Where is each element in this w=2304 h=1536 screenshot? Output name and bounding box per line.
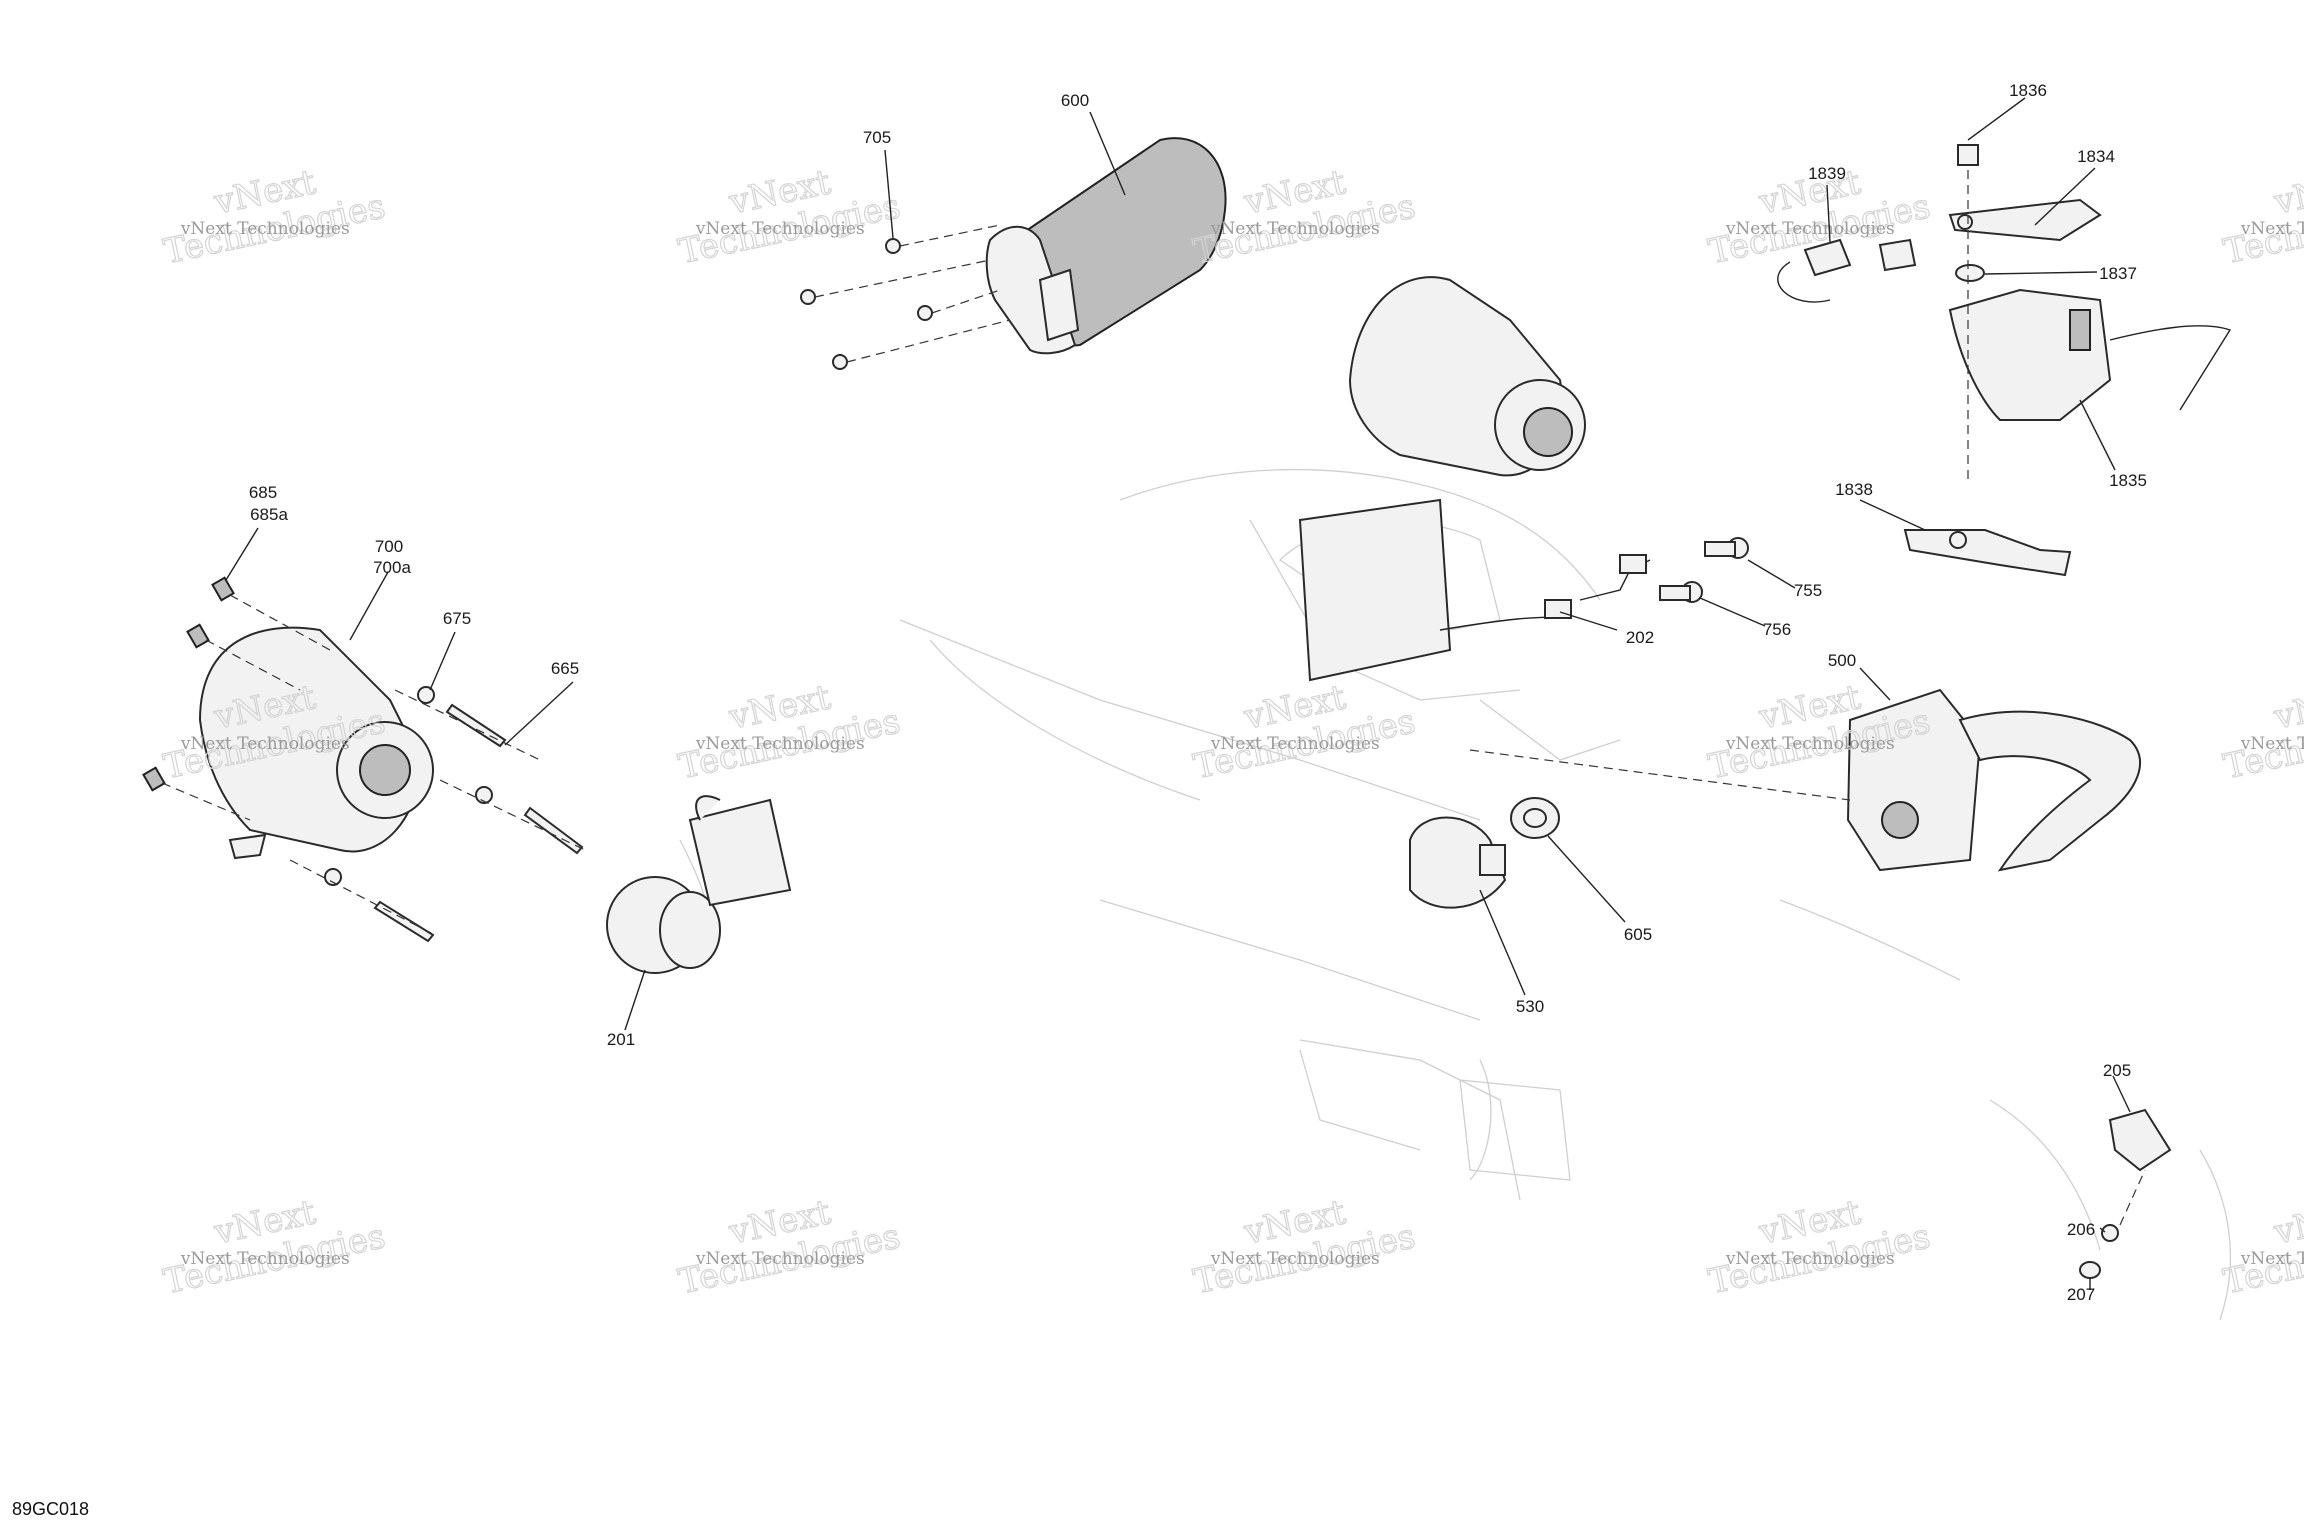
watermark-line-small: vNext Technologies xyxy=(1725,219,1895,239)
bracket-1838 xyxy=(1903,529,2072,577)
callout-675: 675 xyxy=(443,609,471,628)
watermark-line-small: vNext Technologies xyxy=(1725,1249,1895,1269)
lens-assembly-600 xyxy=(985,137,1227,355)
watermark-line-large-1: vNext xyxy=(2270,677,2304,738)
callout-685: 685 xyxy=(249,483,277,502)
watermark-line-small: vNext Technologies xyxy=(695,219,865,239)
watermark-line-large-1: vNext xyxy=(2270,162,2304,223)
watermark-line-small: vNext Technologies xyxy=(180,219,350,239)
watermark-line-small: vNext Technologies xyxy=(2240,734,2304,754)
leader-lines xyxy=(225,97,2131,1290)
chassis-ghost-outline xyxy=(679,468,2232,1321)
callout-500: 500 xyxy=(1828,651,1856,670)
callout-1839: 1839 xyxy=(1808,164,1846,183)
watermark-line-large-1: vNext xyxy=(2270,1192,2304,1253)
horn-530 xyxy=(1409,816,1507,909)
callout-605: 605 xyxy=(1624,925,1652,944)
bulb-201 xyxy=(606,795,792,974)
bulbs-755-756 xyxy=(1659,537,1749,603)
bracket-1834 xyxy=(1948,198,2102,242)
callout-705: 705 xyxy=(863,128,891,147)
screws-705 xyxy=(800,224,1011,370)
callout-1838: 1838 xyxy=(1835,480,1873,499)
switch-assembly-500 xyxy=(1469,688,2141,872)
watermark-line-small: vNext Technologies xyxy=(2240,219,2304,239)
clip-205 xyxy=(2108,1108,2172,1172)
callout-labels: 600 705 685 685a 700 700a 675 665 201 18… xyxy=(249,81,2147,1304)
callout-1835: 1835 xyxy=(2109,471,2147,490)
washer-1837 xyxy=(1955,264,1985,282)
watermark-line-small: vNext Technologies xyxy=(695,1249,865,1269)
callout-201: 201 xyxy=(607,1030,635,1049)
callout-206: 206 xyxy=(2067,1220,2095,1239)
headlight-right xyxy=(1298,276,1586,682)
callout-756: 756 xyxy=(1763,620,1791,639)
callout-207: 207 xyxy=(2067,1285,2095,1304)
watermark-line-small: vNext Technologies xyxy=(180,1249,350,1269)
callout-700a: 700a xyxy=(373,558,411,577)
callout-1834: 1834 xyxy=(2077,147,2115,166)
drawing-code: 89GC018 xyxy=(12,1499,89,1519)
connector-1839 xyxy=(1777,238,1917,303)
callout-700: 700 xyxy=(375,537,403,556)
watermark-line-small: vNext Technologies xyxy=(1725,734,1895,754)
washer-207 xyxy=(2079,1261,2101,1279)
grommet-605 xyxy=(1510,797,1560,839)
watermark-line-small: vNext Technologies xyxy=(695,734,865,754)
callout-1836: 1836 xyxy=(2009,81,2047,100)
screw-1836 xyxy=(1957,144,1979,480)
callout-1837: 1837 xyxy=(2099,264,2137,283)
setscrews-685 xyxy=(142,576,331,821)
watermark-line-small: vNext Technologies xyxy=(180,734,350,754)
callout-755: 755 xyxy=(1794,581,1822,600)
callout-600: 600 xyxy=(1061,91,1089,110)
nut-206 xyxy=(2101,1169,2146,1242)
washers-and-screws-675-665 xyxy=(289,686,586,943)
watermark-line-small: vNext Technologies xyxy=(1210,1249,1380,1269)
watermark-line-small: vNext Technologies xyxy=(1210,734,1380,754)
callout-665: 665 xyxy=(551,659,579,678)
switch-housing-1835 xyxy=(1948,288,2232,421)
watermark-line-small: vNext Technologies xyxy=(1210,219,1380,239)
callout-685a: 685a xyxy=(250,505,288,524)
watermark-line-small: vNext Technologies xyxy=(2240,1249,2304,1269)
callout-205: 205 xyxy=(2103,1061,2131,1080)
headlight-housing-700 xyxy=(198,626,434,860)
callout-530: 530 xyxy=(1516,997,1544,1016)
callout-202: 202 xyxy=(1626,628,1654,647)
harness-202 xyxy=(1439,554,1651,631)
